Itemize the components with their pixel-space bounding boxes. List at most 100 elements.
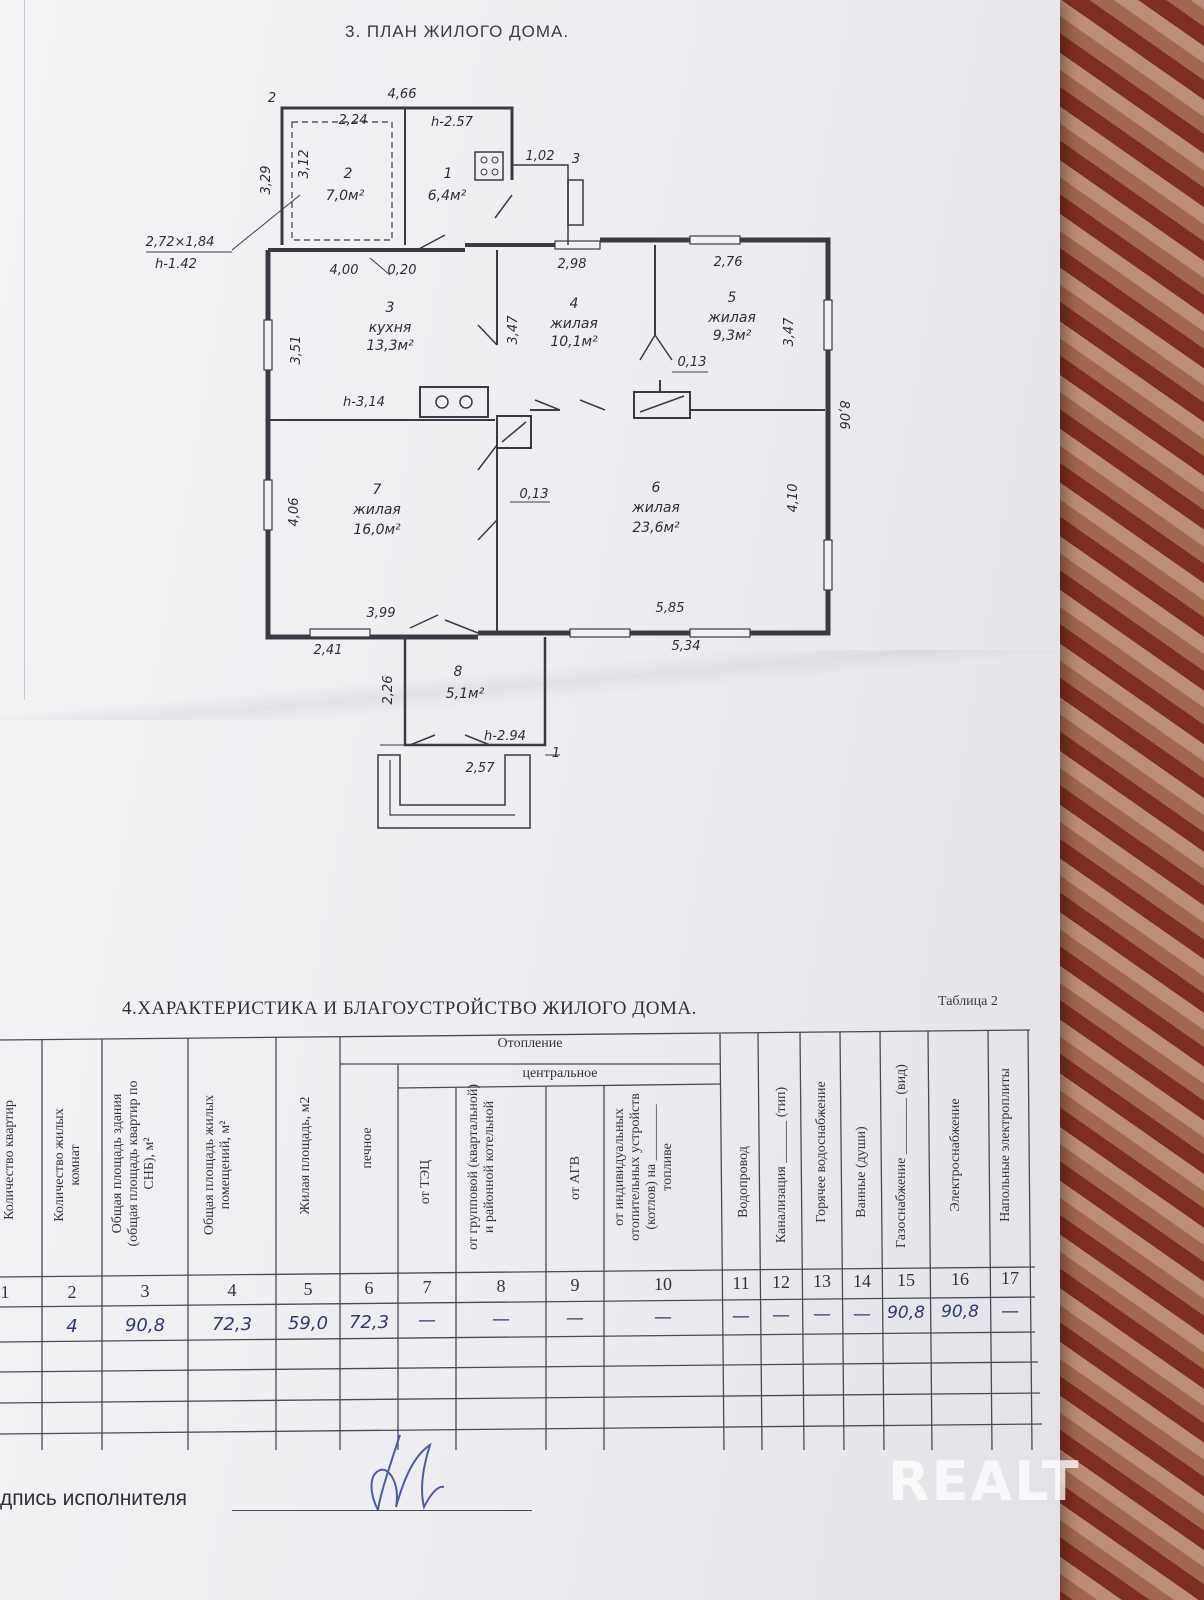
door-swing	[477, 324, 498, 346]
door-swing	[654, 334, 673, 361]
col-number-2: 2	[67, 1282, 77, 1302]
col-header-7: от ТЭЦ	[418, 1159, 433, 1205]
room-6-area: 23,6м²	[632, 520, 680, 536]
cell-hot-water: —	[813, 1304, 831, 1325]
dim-2-24: 2,24	[339, 113, 368, 128]
dim-4-66: 4,66	[388, 87, 417, 102]
dim-4-10: 4,10	[786, 484, 801, 513]
window	[569, 628, 631, 638]
door-swing	[464, 734, 491, 746]
cell-water: —	[732, 1306, 750, 1327]
col-header-9: от АГВ	[568, 1156, 583, 1200]
col-header-11: Водопровод	[736, 1146, 751, 1218]
window	[689, 235, 741, 245]
room-7-area: 16,0м²	[353, 522, 401, 538]
marker-3: 3	[572, 152, 580, 167]
dim-3-47-a: 3,47	[506, 315, 521, 345]
room-2-number: 2	[344, 166, 353, 182]
col-number-14: 14	[853, 1271, 871, 1291]
kitchen-hob	[474, 151, 504, 181]
col-header-17: Напольные электроплиты	[998, 1068, 1013, 1222]
col-number-9: 9	[570, 1275, 580, 1295]
dim-2-26: 2,26	[381, 676, 396, 705]
col-number-6: 6	[364, 1278, 374, 1298]
dim-4-06: 4,06	[287, 498, 302, 527]
col-number-5: 5	[303, 1279, 313, 1299]
heater	[633, 391, 691, 419]
col-number-1: 1	[0, 1282, 10, 1302]
room-3-number: 3	[386, 300, 395, 316]
cell-residential-area: 72,3	[211, 1314, 253, 1335]
col-number-12: 12	[772, 1272, 790, 1292]
door-swing	[494, 194, 513, 219]
door-swing	[409, 734, 436, 746]
window	[263, 479, 273, 531]
col-number-4: 4	[227, 1280, 237, 1300]
porch-top	[511, 164, 569, 245]
dim-h-2-57: h-2.57	[431, 115, 474, 130]
cell-total-area: 90,8	[124, 1315, 166, 1336]
paper-fold	[0, 650, 1060, 720]
col-number-15: 15	[897, 1270, 915, 1290]
col-number-7: 7	[422, 1277, 432, 1297]
col-header-6: печное	[360, 1127, 375, 1169]
dim-0-13-a: 0,13	[678, 355, 707, 370]
col-header-12: Канализация ______ (тип)	[774, 1086, 789, 1244]
room-5-number: 5	[728, 290, 737, 306]
col-number-8: 8	[496, 1276, 506, 1296]
window	[554, 240, 601, 250]
document-sheet: 3. ПЛАН ЖИЛОГО ДОМА.	[0, 0, 1060, 1600]
dim-h-1-42: h-1.42	[155, 257, 197, 272]
col-number-17: 17	[1001, 1268, 1019, 1288]
floor-plan: 2 7,0м² 1 6,4м² 3 кухня 13,3м² 4 жилая 1…	[146, 87, 851, 829]
cell-gas: 90,8	[887, 1303, 925, 1323]
marker-2: 2	[268, 91, 276, 106]
dim-2-72x1-84: 2,72×1,84	[146, 235, 215, 250]
dim-2-41: 2,41	[314, 643, 343, 658]
dim-5-34: 5,34	[672, 639, 701, 654]
room-4-number: 4	[570, 296, 579, 312]
room-8-area: 5,1м²	[446, 686, 485, 702]
door-swing	[477, 444, 498, 471]
room-1-area: 6,4м²	[428, 188, 467, 204]
veranda-walls	[403, 637, 547, 747]
cell-agv: —	[566, 1308, 584, 1329]
col-header-2: Количество жилых комнат	[52, 1108, 83, 1222]
room-6-name: жилая	[631, 500, 680, 516]
dim-2-76: 2,76	[714, 255, 743, 270]
col-number-16: 16	[951, 1269, 969, 1289]
col-header-5: Жилая площадь, м2	[298, 1096, 313, 1215]
stove-burner	[435, 395, 449, 409]
col-header-14: Ванные (души)	[854, 1126, 869, 1218]
dim-4-00: 4,00	[330, 263, 359, 278]
door-swing	[477, 519, 498, 541]
stove	[419, 386, 489, 418]
dim-h-2-94: h-2.94	[484, 729, 526, 744]
col-number-10: 10	[654, 1274, 672, 1294]
col-header-3: Общая площадь здания (общая площадь квар…	[110, 1080, 157, 1247]
porch-steps	[567, 179, 584, 226]
col-number-3: 3	[140, 1281, 150, 1301]
dim-1-02: 1,02	[526, 149, 555, 164]
plan-title: 3. ПЛАН ЖИЛОГО ДОМА.	[345, 22, 570, 41]
veranda-steps	[377, 754, 531, 829]
dim-2-57: 2,57	[466, 761, 496, 776]
door-swing	[534, 399, 561, 411]
room-1-number: 1	[444, 166, 453, 182]
signature-label: дпись исполнителя	[0, 1487, 188, 1510]
house-outer-wall	[265, 250, 478, 640]
marker-1: 1	[552, 746, 560, 761]
cell-stove-heating: 72,3	[348, 1312, 390, 1333]
room-4-name: жилая	[549, 316, 598, 332]
col-number-13: 13	[813, 1271, 831, 1291]
annex-walls	[280, 106, 514, 245]
annex-room2-dashed	[291, 121, 393, 241]
door-swing	[579, 399, 606, 411]
room-5-name: жилая	[707, 310, 756, 326]
section-4-title: 4.ХАРАКТЕРИСТИКА И БЛАГОУСТРОЙСТВО ЖИЛОГ…	[122, 998, 697, 1019]
dim-3-12: 3,12	[297, 150, 312, 179]
room-4-area: 10,1м²	[550, 334, 598, 350]
col-header-8: от групповой (квартальной) и районной ко…	[466, 1083, 497, 1251]
stove-burner	[459, 395, 473, 409]
oven	[496, 415, 532, 449]
